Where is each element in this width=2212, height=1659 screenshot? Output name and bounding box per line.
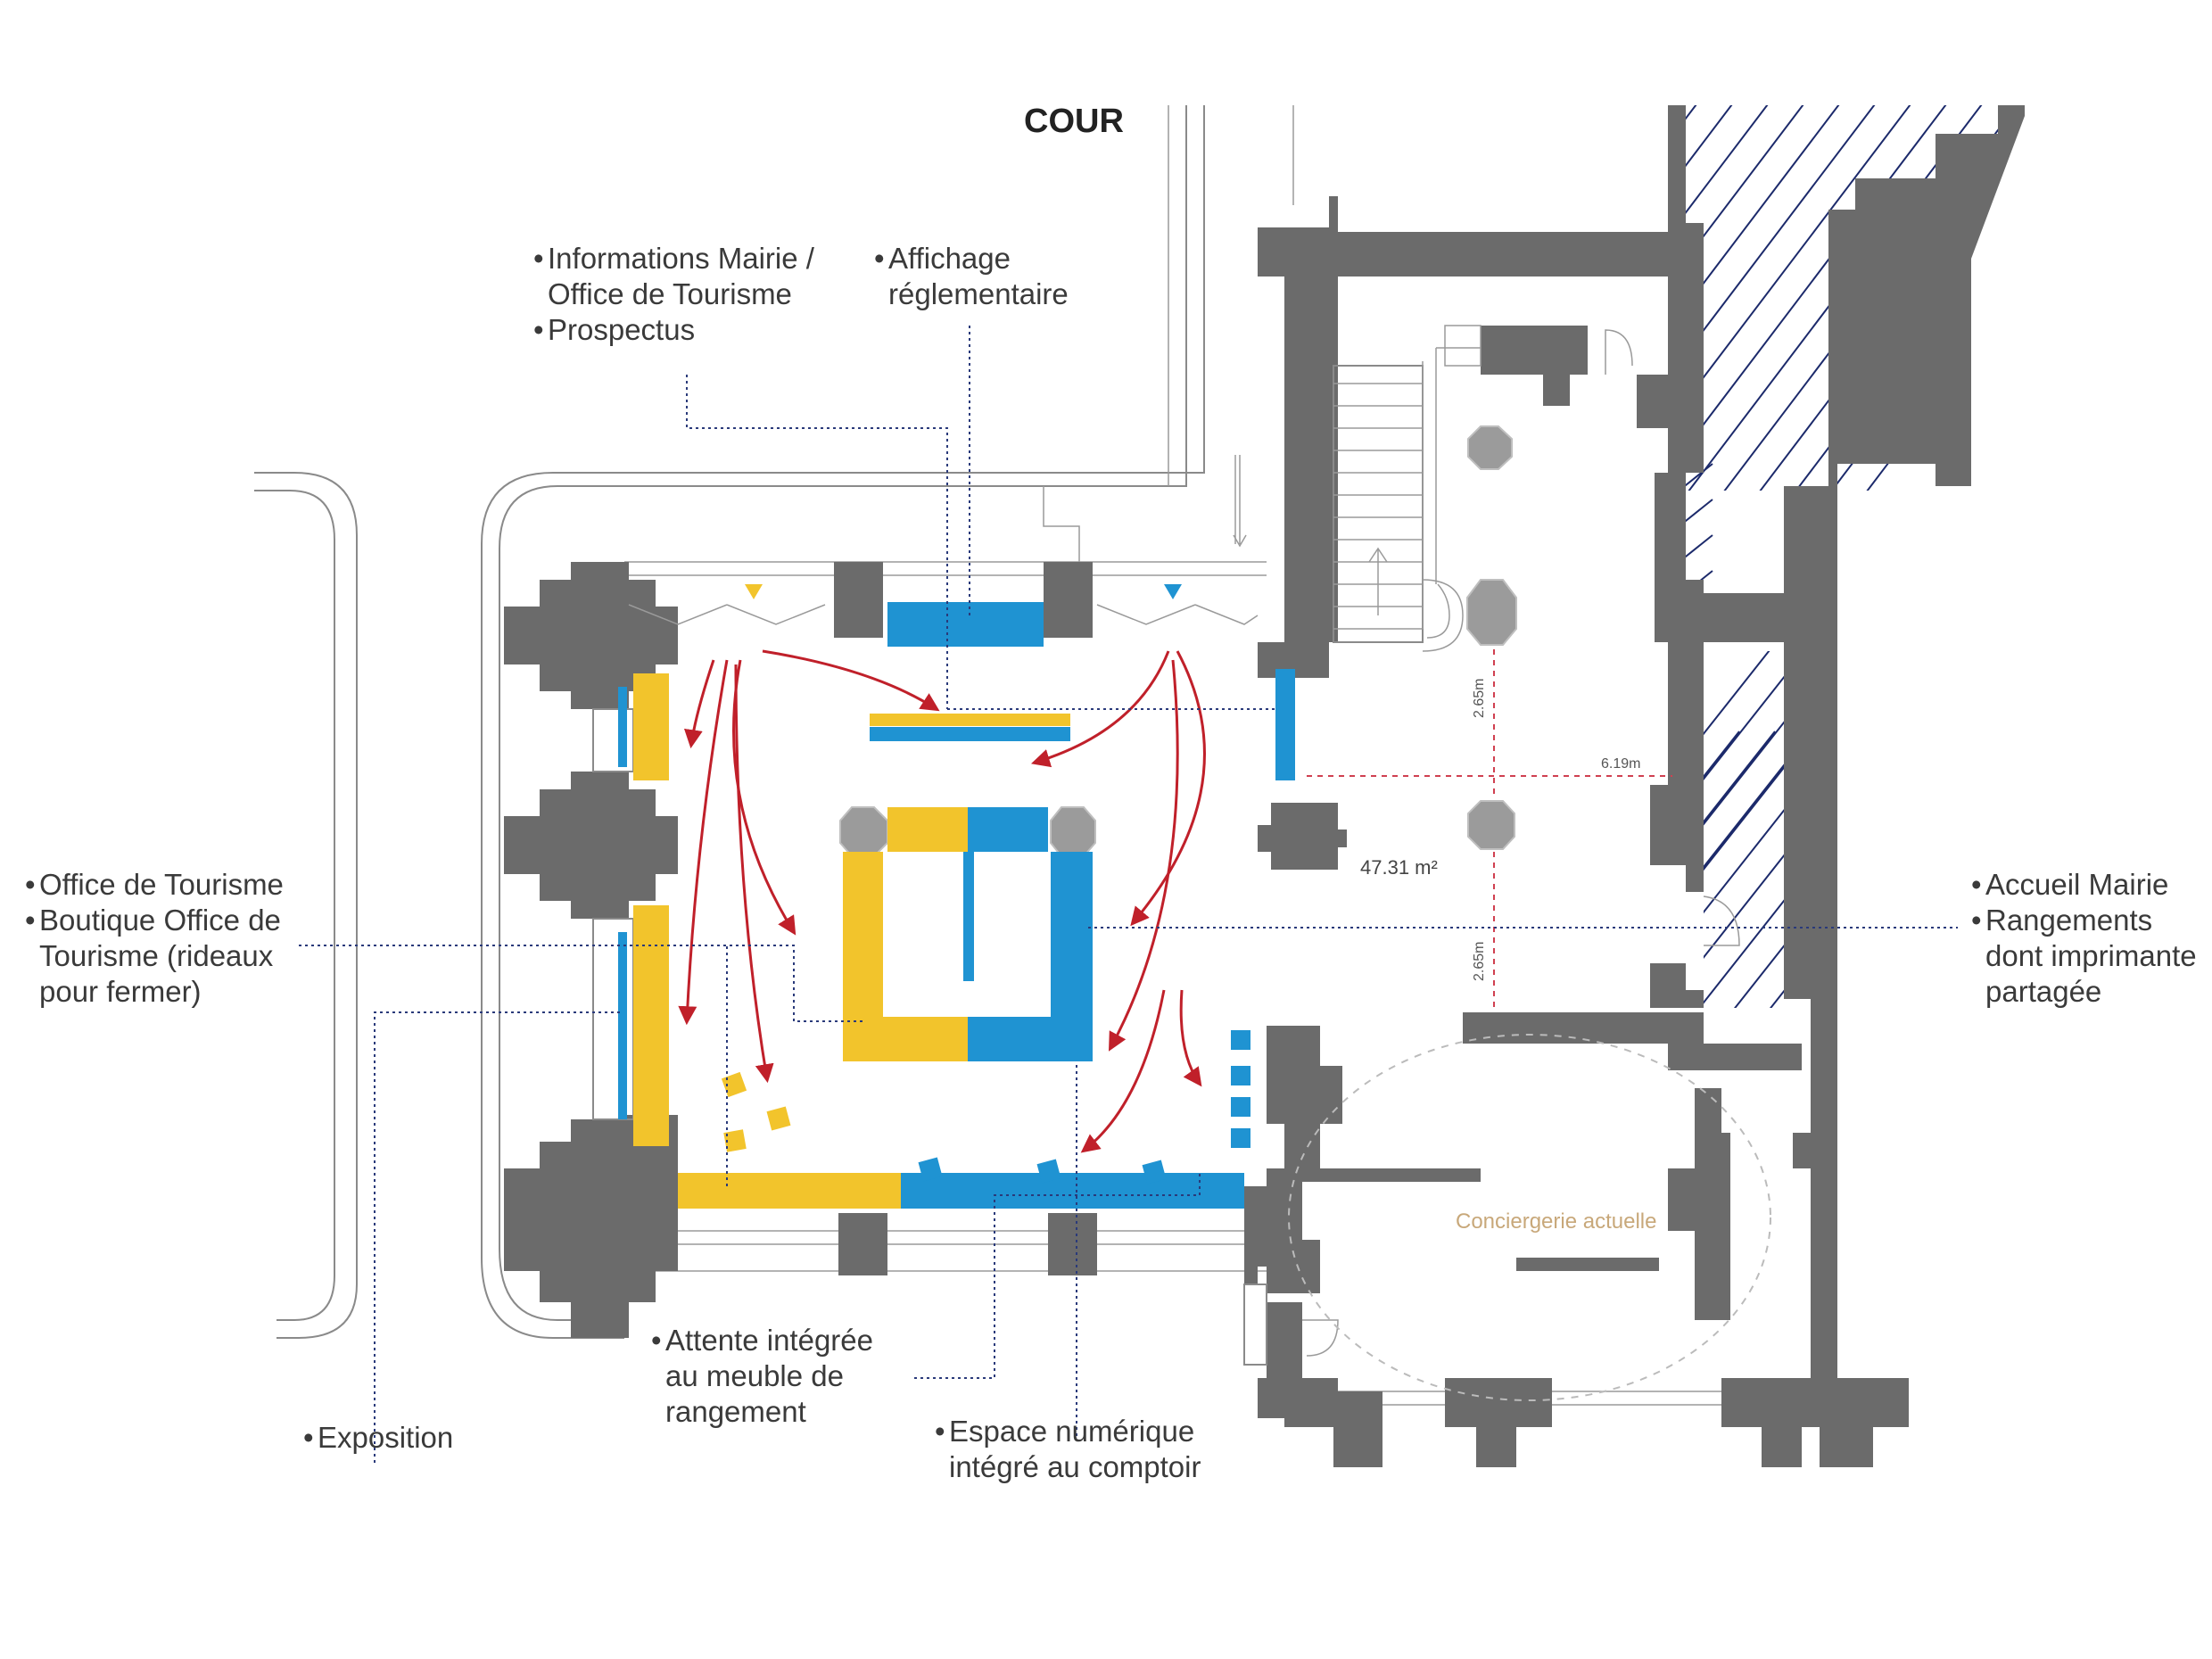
- entry-marker-blue: [1164, 584, 1182, 599]
- storage-bench: [678, 1173, 901, 1209]
- label-office-tourisme: •Office de Tourisme •Boutique Office de …: [25, 868, 284, 1008]
- entry-marker-yellow: [745, 584, 763, 599]
- counter: [901, 1173, 1244, 1209]
- exhibit-panel-top: [633, 673, 669, 780]
- room-label-conciergerie: Conciergerie actuelle: [1456, 1209, 1657, 1234]
- exhibit-panel-bottom: [633, 905, 669, 1146]
- circulation-arrows: [678, 649, 1206, 1153]
- label-attente: •Attente intégrée au meuble de rangement: [651, 1324, 873, 1428]
- dim-width-top: 2.65m: [1472, 678, 1487, 718]
- columns: [839, 425, 1517, 857]
- label-affichage: •Affichage réglementaire: [874, 242, 1069, 310]
- area-label: 47.31 m²: [1360, 856, 1438, 879]
- affichage-panel: [887, 602, 1044, 647]
- info-panel: [870, 727, 1070, 741]
- label-exposition: •Exposition: [303, 1421, 454, 1454]
- leader-lines: [299, 326, 1958, 1463]
- furniture: [618, 584, 1295, 1209]
- dim-width-bottom: 2.65m: [1472, 941, 1487, 981]
- label-info-mairie: •Informations Mairie / Office de Tourism…: [533, 242, 814, 346]
- dimension-lines: [1307, 649, 1672, 1012]
- staircase: [1233, 325, 1740, 1357]
- dim-span: 6.19m: [1601, 756, 1641, 772]
- label-accueil-mairie: •Accueil Mairie •Rangements dont imprima…: [1971, 868, 2197, 1008]
- label-espace-numerique: •Espace numérique intégré au comptoir: [935, 1415, 1201, 1483]
- page-title: COUR: [1024, 103, 1124, 140]
- conciergerie-outline: [1288, 1034, 1771, 1401]
